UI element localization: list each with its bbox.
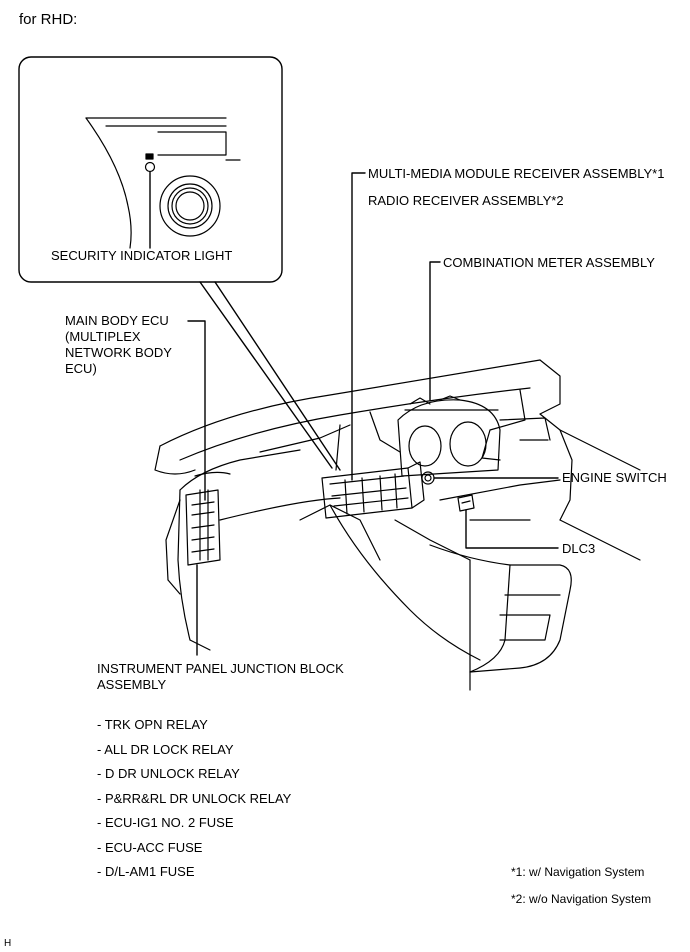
main-body-ecu-line-1: MAIN BODY ECU [65,313,169,328]
combination-meter-hood [397,399,501,477]
page-title: for RHD: [19,11,78,28]
corner-mark: H [4,938,12,949]
list-item: - P&RR&RL DR UNLOCK RELAY [97,790,292,806]
junction-block-label: INSTRUMENT PANEL JUNCTION BLOCK ASSEMBLY [97,661,344,693]
junction-block-body [185,489,221,566]
main-body-ecu-line-3: NETWORK BODY [65,345,172,360]
footnote-1: *1: w/ Navigation System [511,865,645,879]
list-item: - D/L-AM1 FUSE [97,864,195,879]
dashboard-outline [159,359,541,447]
center-console [429,544,572,673]
security-indicator-label: SECURITY INDICATOR LIGHT [51,248,233,263]
combination-meter-label: COMBINATION METER ASSEMBLY [443,255,655,270]
engine-switch-label: ENGINE SWITCH [562,470,667,485]
inset-leader-2 [214,281,341,471]
dlc3-label: DLC3 [562,541,596,556]
main-body-ecu-label: MAIN BODY ECU (MULTIPLEX NETWORK BODY EC… [65,313,172,377]
multimedia-receiver-label: MULTI-MEDIA MODULE RECEIVER ASSEMBLY*1 [368,166,665,181]
list-item: - ALL DR LOCK RELAY [97,741,234,757]
footnote-2: *2: w/o Navigation System [511,892,652,906]
list-item: - TRK OPN RELAY [97,717,208,732]
list-item: - ECU-IG1 NO. 2 FUSE [97,815,234,830]
inset-leader-1 [199,281,333,469]
list-item: - ECU-ACC FUSE [97,839,203,855]
junction-block-items: - TRK OPN RELAY - ALL DR LOCK RELAY - D … [97,717,291,880]
inset-knob [159,175,221,237]
list-item: - D DR UNLOCK RELAY [97,766,240,781]
main-body-ecu-line-2: (MULTIPLEX [65,329,141,344]
radio-receiver-label: RADIO RECEIVER ASSEMBLY*2 [368,193,564,208]
inset-panel-edge [85,117,132,249]
inset-frame [18,56,283,283]
junction-block-line-2: ASSEMBLY [97,677,167,692]
junction-block-line-1: INSTRUMENT PANEL JUNCTION BLOCK [97,661,344,676]
main-body-ecu-line-4: ECU) [65,361,97,376]
multimedia-unit [321,467,413,519]
dlc3-connector [457,494,475,512]
security-indicator-light [144,161,156,173]
